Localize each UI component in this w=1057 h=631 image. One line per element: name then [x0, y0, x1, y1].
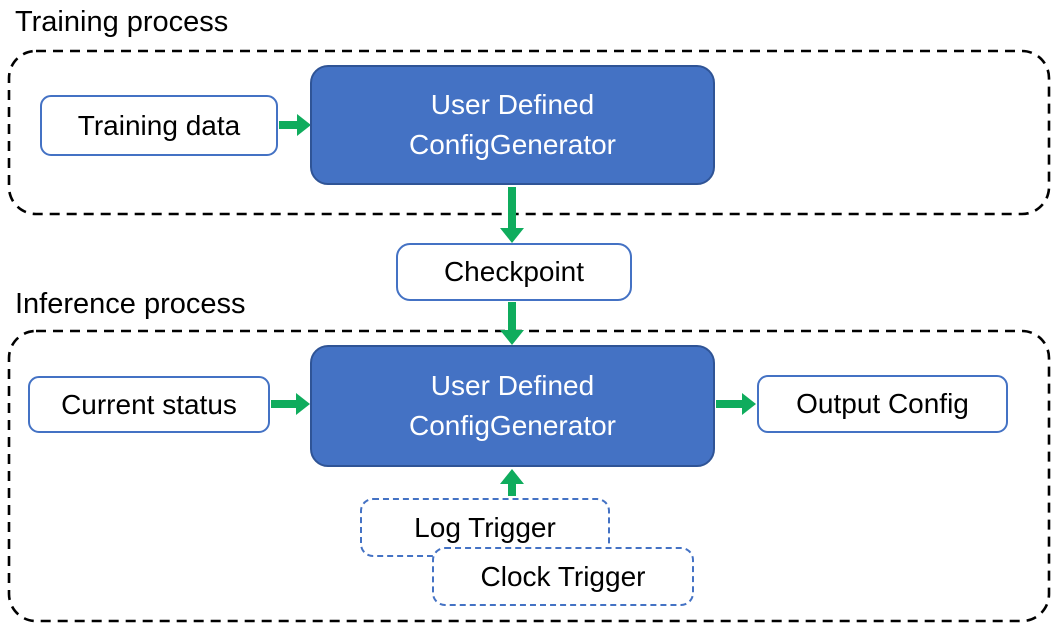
checkpoint-node: Checkpoint: [396, 243, 632, 301]
training-data-node: Training data: [40, 95, 278, 156]
training-config-generator-line1: User Defined: [430, 89, 595, 121]
clock-trigger-node: Clock Trigger: [432, 547, 694, 606]
arrow-generator-to-checkpoint: [500, 187, 524, 243]
arrow-checkpoint-to-generator: [500, 302, 524, 345]
inference-process-label: Inference process: [15, 288, 246, 320]
arrow-current-status-to-generator: [271, 393, 310, 415]
inference-process-container: [7, 329, 1051, 623]
output-config-node: Output Config: [757, 375, 1008, 433]
arrow-triggers-to-generator: [500, 469, 524, 496]
inference-config-generator-node: User Defined ConfigGenerator: [310, 345, 715, 467]
training-process-label: Training process: [15, 6, 229, 38]
training-config-generator-node: User Defined ConfigGenerator: [310, 65, 715, 185]
arrow-generator-to-output-config: [716, 393, 756, 415]
arrow-training-data-to-generator: [279, 114, 311, 136]
current-status-node: Current status: [28, 376, 270, 433]
training-config-generator-line2: ConfigGenerator: [408, 129, 616, 160]
inference-config-generator-line1: User Defined: [430, 370, 595, 402]
training-process-container: [7, 49, 1051, 216]
inference-config-generator-line2: ConfigGenerator: [408, 410, 616, 441]
